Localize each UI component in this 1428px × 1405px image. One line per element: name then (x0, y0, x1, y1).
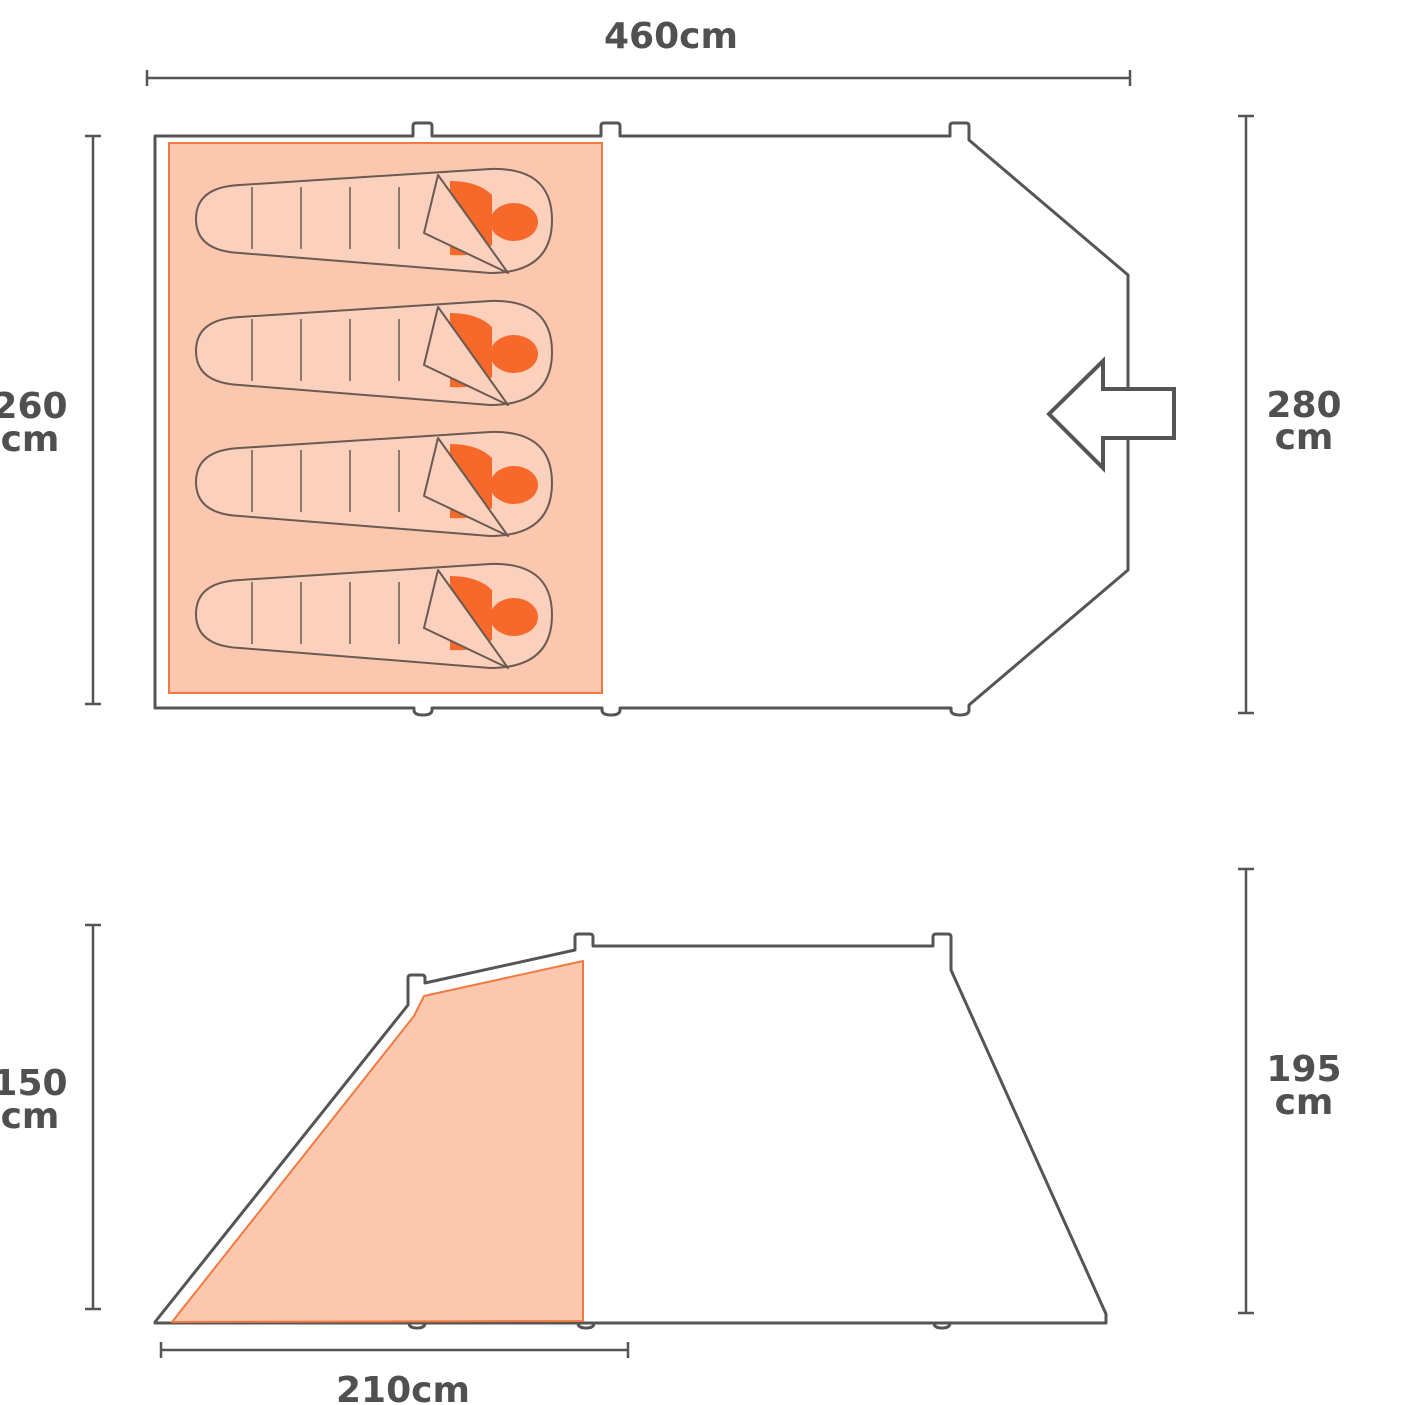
ground-peg (576, 1322, 596, 1330)
ground-peg (932, 1322, 952, 1330)
tent-floor-outline (153, 121, 1130, 717)
sleeping-bag-icon (194, 562, 554, 670)
outer-height-unit: cm (1275, 1082, 1334, 1123)
ground-peg (407, 1322, 427, 1330)
top-view: 460cm 260 cm 280 cm (0, 16, 1342, 717)
sleeping-bag-icon (194, 430, 554, 538)
outer-height-value: 195 (1266, 1049, 1341, 1090)
tent-side-outline (153, 932, 1108, 1325)
outer-width-value: 280 (1266, 385, 1341, 426)
inner-width-unit: cm (1, 419, 60, 460)
sleeping-bags (194, 167, 554, 670)
sleeping-bag-icon (194, 167, 554, 275)
inner-height-value: 150 (0, 1063, 68, 1104)
length-label: 460cm (604, 16, 738, 57)
outer-height-dimension: 195 cm (1238, 867, 1342, 1315)
pillow-icon (490, 598, 538, 636)
inner-height-dimension: 150 cm (0, 923, 101, 1311)
bedroom-length-dimension: 210cm (159, 1342, 630, 1405)
sleeping-bag-icon (194, 299, 554, 407)
bedroom-side-area (171, 960, 584, 1323)
outer-width-unit: cm (1275, 417, 1334, 458)
inner-width-value: 260 (0, 386, 68, 427)
inner-width-dimension: 260 cm (0, 134, 101, 706)
pillow-icon (490, 466, 538, 504)
pillow-icon (490, 335, 538, 373)
entrance-arrow-icon (1046, 356, 1176, 473)
side-view: 150 cm 195 cm 210cm (0, 867, 1342, 1405)
outer-width-dimension: 280 cm (1238, 114, 1342, 715)
length-dimension: 460cm (145, 16, 1132, 86)
inner-height-unit: cm (1, 1096, 60, 1137)
bedroom-length-label: 210cm (336, 1370, 470, 1405)
pillow-icon (490, 203, 538, 241)
